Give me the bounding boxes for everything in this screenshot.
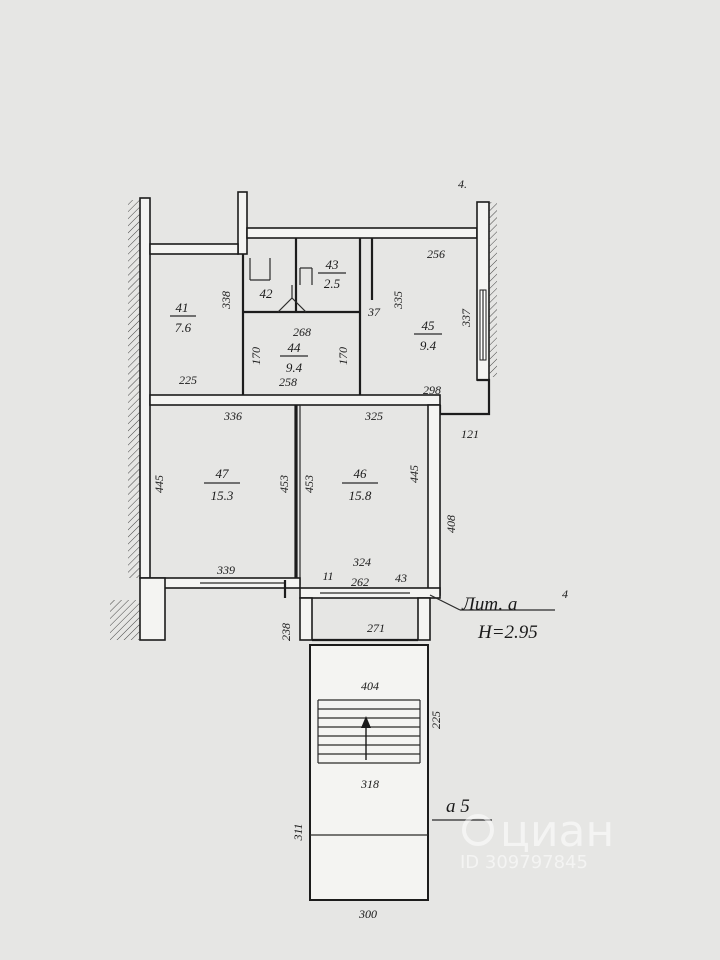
room-45-area: 9.4: [420, 338, 437, 353]
dim-445-b: 445: [407, 465, 421, 483]
dim-271: 271: [367, 621, 385, 635]
wall-middle: [149, 394, 441, 406]
wall-top-left: [149, 243, 239, 255]
lit-label: Лит. а: [461, 594, 517, 615]
room-42: 42: [260, 286, 274, 301]
dim-258: 258: [279, 375, 297, 389]
room-47-number: 47: [216, 466, 230, 481]
dim-408: 408: [444, 515, 458, 533]
room-41-area: 7.6: [175, 320, 192, 335]
dim-121: 121: [461, 427, 479, 441]
hatch-right: [489, 202, 497, 377]
stair-block: [309, 644, 429, 901]
dim-300: 300: [358, 907, 377, 921]
dim-170-a: 170: [249, 347, 263, 365]
cian-logo-icon: [462, 814, 494, 846]
hatch-left: [128, 200, 140, 578]
stair-steps: [310, 699, 428, 836]
dim-339: 339: [216, 563, 235, 577]
room-44: 44 9.4: [280, 340, 308, 375]
room-46: 46 15.8: [342, 466, 378, 503]
watermark-brand: циан: [500, 806, 614, 857]
room-45-number: 45: [422, 318, 436, 333]
room-43-area: 2.5: [324, 276, 341, 291]
dim-335: 335: [391, 291, 405, 310]
dim-336: 336: [223, 409, 242, 423]
dim-325: 325: [364, 409, 383, 423]
room-44-number: 44: [288, 340, 302, 355]
wall-top: [246, 227, 478, 239]
dim-324: 324: [352, 555, 371, 569]
lit-superscript: 4: [562, 587, 568, 601]
watermark: циан ID 309797845: [460, 806, 614, 873]
dim-262: 262: [351, 575, 369, 589]
dim-338: 338: [219, 291, 233, 310]
dim-170-b: 170: [336, 347, 350, 365]
room-43: 43 2.5: [318, 257, 346, 291]
room-43-number: 43: [326, 257, 340, 272]
wall-corner-left: [139, 577, 166, 641]
room-44-area: 9.4: [286, 360, 303, 375]
annotations: Лит. а 4 H=2.95 а 5 4.: [446, 177, 568, 817]
corner-note: 4.: [458, 177, 467, 191]
dim-337: 337: [459, 308, 473, 328]
room-47: 47 15.3: [204, 466, 240, 503]
room-45: 45 9.4: [414, 318, 442, 353]
dim-256: 256: [427, 247, 445, 261]
wall-vestibule-right: [417, 597, 431, 641]
dim-225: 225: [179, 373, 197, 387]
a5-label: а 5: [446, 796, 470, 817]
dim-43: 43: [395, 571, 407, 585]
room-41-number: 41: [176, 300, 189, 315]
room-41: 41 7.6: [170, 300, 196, 335]
dim-268: 268: [293, 325, 311, 339]
room-47-area: 15.3: [211, 488, 234, 503]
dim-453-a: 453: [277, 475, 291, 493]
height-label: H=2.95: [477, 622, 538, 643]
dim-311: 311: [291, 823, 305, 841]
room-46-area: 15.8: [349, 488, 372, 503]
dim-11: 11: [322, 569, 333, 583]
hatch-left-bottom: [110, 600, 140, 640]
dim-225-b: 225: [429, 711, 443, 729]
dim-238: 238: [279, 623, 293, 641]
room-42-number: 42: [260, 286, 274, 301]
dimension-labels: 256 225 336 258 325 298 268 121 339 324 …: [152, 247, 479, 921]
dim-453-b: 453: [302, 475, 316, 493]
dim-37: 37: [367, 305, 381, 319]
room-46-number: 46: [354, 466, 368, 481]
dim-318: 318: [360, 777, 379, 791]
stair-arrow: [361, 716, 371, 760]
dim-298: 298: [423, 383, 441, 397]
wall-left: [139, 197, 151, 579]
watermark-id: ID 309797845: [460, 852, 588, 873]
wall-vestibule-left: [299, 597, 313, 641]
wall-right-lower: [427, 404, 441, 596]
dim-404: 404: [361, 679, 379, 693]
dim-445: 445: [152, 475, 166, 493]
wall-stub-top: [237, 191, 248, 255]
